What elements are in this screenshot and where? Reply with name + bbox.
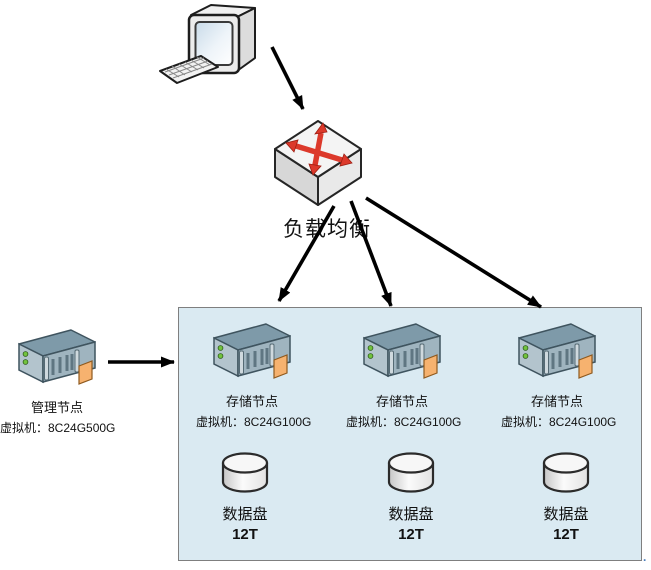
orange-tab-icon — [423, 354, 438, 379]
storage-node-3: 存储节点 虚拟机：8C24G100G — [501, 320, 617, 430]
load-balancer-label: 负载均衡 — [283, 218, 371, 241]
data-disk-1: 数据盘 12T — [197, 450, 293, 543]
crossed-red-arrows-icon — [285, 122, 353, 176]
led-icon — [22, 351, 29, 357]
led-icon — [367, 353, 374, 359]
orange-tab-icon — [78, 360, 93, 385]
corner-dot: . — [643, 550, 647, 564]
led-icon — [217, 353, 224, 359]
desktop-computer-icon — [159, 4, 256, 84]
storage-node-1: 存储节点 虚拟机：8C24G100G — [196, 320, 312, 430]
monitor-icon — [187, 4, 256, 75]
management-node: 管理节点 虚拟机：8C24G500G — [0, 326, 116, 436]
disk-cylinder-icon — [221, 452, 269, 493]
storage-node-vm-spec: 虚拟机：8C24G100G — [196, 415, 312, 429]
data-disk-capacity: 12T — [553, 526, 579, 543]
data-disk-capacity: 12T — [398, 526, 424, 543]
arrow-client-to-load-balancer — [270, 46, 305, 110]
storage-server-icon — [518, 323, 596, 379]
storage-node-title: 存储节点 — [375, 394, 428, 409]
storage-node-title: 存储节点 — [530, 394, 583, 409]
storage-server-icon — [213, 323, 291, 379]
disk-cylinder-icon — [387, 452, 435, 493]
led-icon — [522, 345, 529, 351]
management-node-title: 管理节点 — [30, 400, 83, 415]
orange-tab-icon — [578, 354, 593, 379]
management-node-vm-spec: 虚拟机：8C24G500G — [0, 421, 116, 435]
disk-cylinder-icon — [542, 452, 590, 493]
data-disk-title: 数据盘 — [222, 506, 268, 523]
storage-node-title: 存储节点 — [225, 394, 278, 409]
storage-server-icon — [363, 323, 441, 379]
load-balancer-switch-icon — [274, 120, 362, 206]
led-icon — [367, 345, 374, 351]
led-icon — [22, 359, 29, 365]
keyboard-icon — [159, 55, 219, 84]
orange-tab-icon — [273, 354, 288, 379]
data-disk-2: 数据盘 12T — [363, 450, 459, 543]
storage-node-2: 存储节点 虚拟机：8C24G100G — [346, 320, 462, 430]
storage-node-vm-spec: 虚拟机：8C24G100G — [346, 415, 462, 429]
data-disk-title: 数据盘 — [388, 506, 434, 523]
management-server-icon — [18, 329, 96, 385]
data-disk-title: 数据盘 — [543, 506, 589, 523]
data-disk-capacity: 12T — [232, 526, 258, 543]
led-icon — [522, 353, 529, 359]
storage-node-vm-spec: 虚拟机：8C24G100G — [501, 415, 617, 429]
data-disk-3: 数据盘 12T — [518, 450, 614, 543]
led-icon — [217, 345, 224, 351]
